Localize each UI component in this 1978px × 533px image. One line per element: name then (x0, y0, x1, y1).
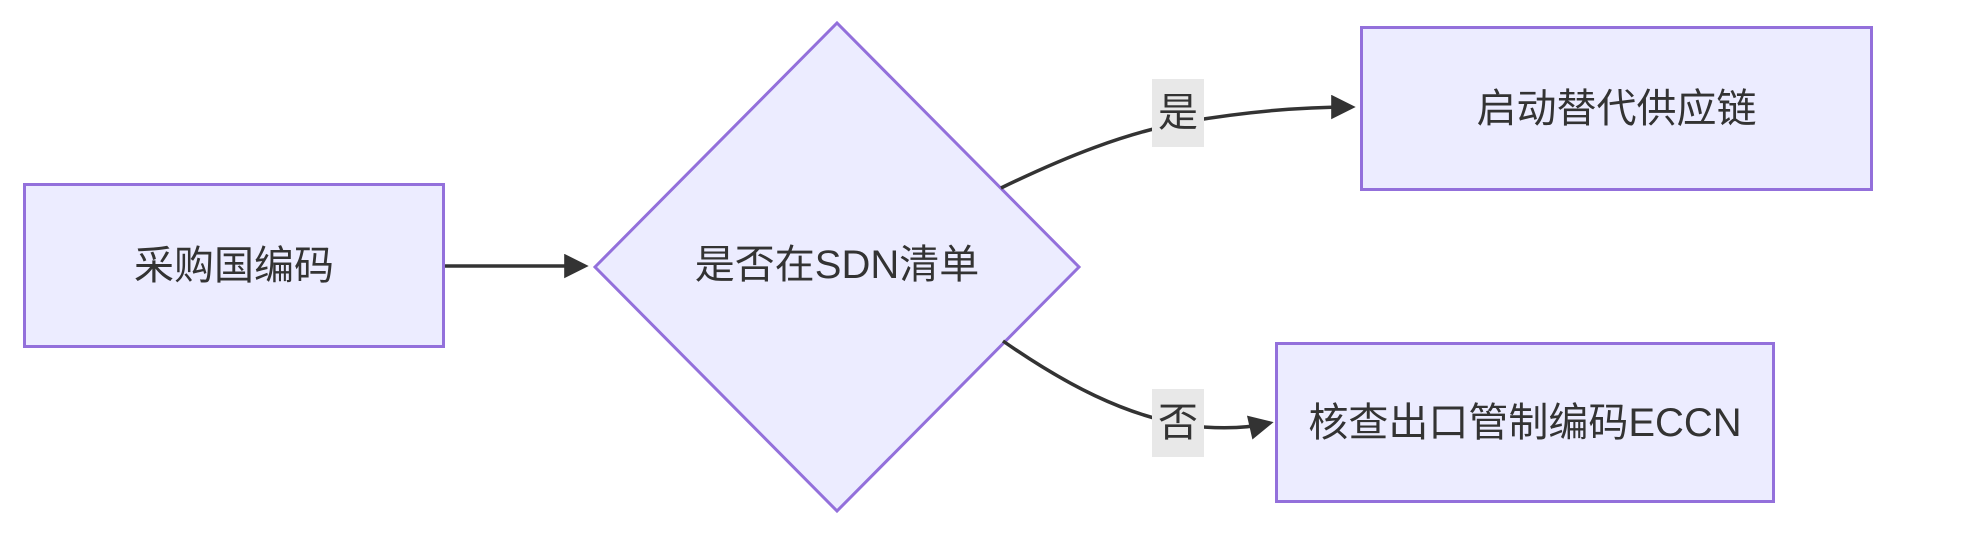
node-yes-branch: 启动替代供应链 (1360, 26, 1873, 191)
node-start-label: 采购国编码 (134, 243, 334, 288)
node-no-branch-label: 核查出口管制编码ECCN (1308, 400, 1742, 445)
edge-label-yes: 是 (1152, 79, 1204, 147)
node-start: 采购国编码 (23, 183, 445, 348)
edge-label-no: 否 (1152, 389, 1204, 457)
node-no-branch: 核查出口管制编码ECCN (1275, 342, 1775, 503)
decision-diamond-shape (592, 20, 1082, 514)
node-yes-branch-label: 启动替代供应链 (1476, 86, 1757, 131)
edge-decision-no (1001, 339, 1274, 440)
node-decision-label: 是否在SDN清单 (694, 243, 980, 287)
